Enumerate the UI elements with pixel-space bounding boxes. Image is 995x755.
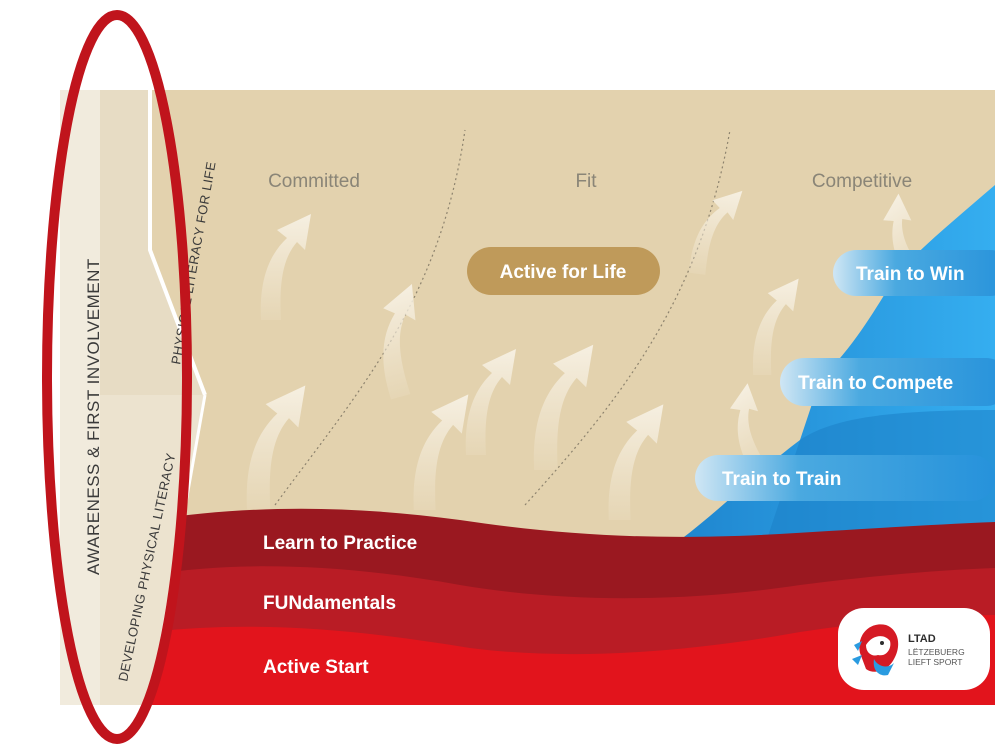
train-to-train-label: Train to Train <box>722 469 841 490</box>
train-to-compete-pill <box>780 358 995 406</box>
sidebar-outer-label: AWARENESS & FIRST INVOLVEMENT <box>84 258 103 575</box>
highlight-oval <box>42 10 192 744</box>
train-to-win-label: Train to Win <box>856 264 965 285</box>
sidebar-upper-chevron <box>100 90 205 395</box>
active-for-life-pill <box>467 247 660 295</box>
active-for-life-label: Active for Life <box>500 262 627 283</box>
fundamentals-label: FUNdamentals <box>263 593 396 614</box>
logo-title: LTAD <box>908 633 936 645</box>
train-to-train-pill <box>695 455 995 501</box>
active-start-label: Active Start <box>263 657 369 678</box>
train-to-win-pill <box>833 250 995 296</box>
zone-divider-2 <box>524 129 731 506</box>
active-start-band <box>150 615 995 705</box>
zone-competitive-label: Competitive <box>812 171 912 192</box>
zone-committed-label: Committed <box>268 171 360 192</box>
sidebar-lower-panel <box>100 395 205 705</box>
lion-logo-icon <box>852 624 899 676</box>
logo-line1: LËTZEBUERG <box>908 647 965 657</box>
zone-fit-label: Fit <box>575 171 597 192</box>
train-to-compete-label: Train to Compete <box>798 373 953 394</box>
logo-line2: LIEFT SPORT <box>908 657 962 667</box>
zone-divider-1 <box>274 129 466 506</box>
learn-to-practice-label: Learn to Practice <box>263 533 417 554</box>
ltad-logo: LTAD LËTZEBUERG LIEFT SPORT <box>838 608 990 690</box>
